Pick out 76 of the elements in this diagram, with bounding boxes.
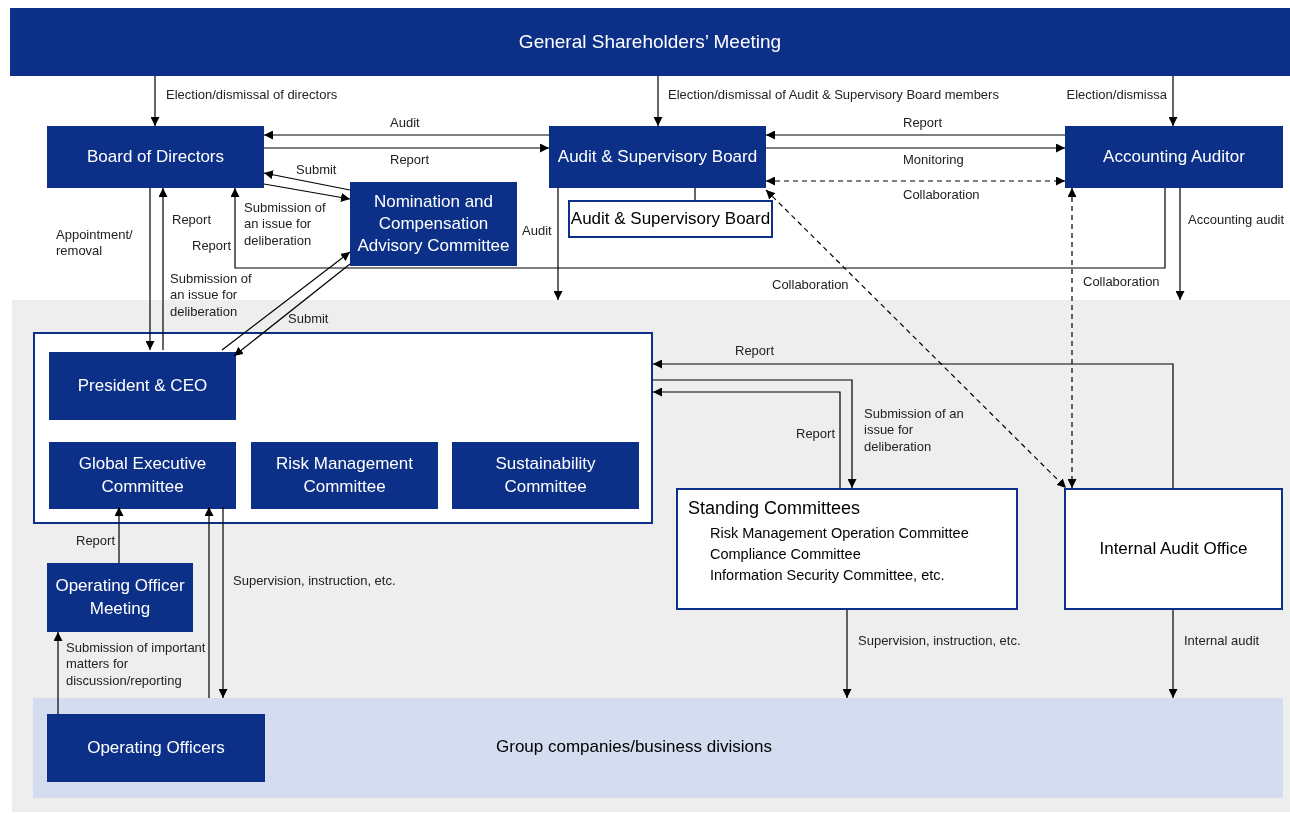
edge-label: Submission of important matters for discussion/reporting	[66, 640, 206, 689]
arrow	[653, 75, 663, 127]
edge-label: Election/dismissal of directors	[166, 87, 338, 104]
arrow	[1168, 75, 1178, 127]
edge-label: Appointment/ removal	[56, 227, 134, 260]
org-box: General Shareholders’ Meeting	[10, 8, 1290, 76]
edge-label: Election/dismissa	[1066, 87, 1167, 104]
edge-label: Report	[903, 115, 943, 132]
list-item: Information Security Committee, etc.	[710, 567, 945, 583]
arrow	[158, 187, 168, 351]
org-box: Audit & Supervisory Board	[549, 126, 766, 188]
arrow	[263, 130, 550, 140]
heading: Standing Committees	[688, 498, 861, 519]
connector-line	[694, 187, 696, 201]
group-frame	[33, 332, 653, 524]
arrow	[652, 359, 1174, 489]
org-box: Nomination and Compensation Advisory Committee	[350, 182, 517, 266]
edge-label: Submit	[288, 311, 329, 328]
edge-label: Supervision, instruction, etc.	[233, 573, 396, 590]
arrow	[150, 75, 160, 127]
committee-box	[676, 488, 1018, 610]
org-box: Sustainability Committee	[452, 442, 639, 509]
org-box: Accounting Auditor	[1065, 126, 1283, 188]
edge-label: Report	[76, 533, 116, 550]
org-box: Internal Audit Office	[1064, 488, 1283, 610]
arrow	[221, 251, 351, 351]
edge-label: Submission of an issue for deliberation	[244, 200, 327, 249]
edge-label: Submission of an issue for deliberation	[864, 406, 965, 455]
arrow	[53, 631, 63, 715]
edge-label: Supervision, instruction, etc.	[858, 633, 1021, 650]
arrow	[145, 187, 155, 351]
edge-label: Monitoring	[903, 152, 964, 169]
dashed-arrow	[765, 176, 1066, 186]
arrow	[204, 506, 214, 699]
edge-label: Report	[735, 343, 775, 360]
edge-label: Submit	[296, 162, 337, 179]
org-box: Board of Directors	[47, 126, 264, 188]
edge-label: Audit	[522, 223, 552, 240]
arrow	[263, 143, 550, 153]
org-box: Risk Management Committee	[251, 442, 438, 509]
list-item: Risk Management Operation Committee	[710, 525, 969, 541]
arrow	[1168, 609, 1178, 699]
arrow	[553, 187, 563, 301]
arrow	[230, 187, 1166, 269]
arrow	[765, 130, 1066, 140]
arrow	[1175, 187, 1185, 301]
dashed-arrow	[1067, 187, 1077, 489]
edge-label: Submission of an issue for deliberation	[170, 271, 253, 320]
edge-label: Internal audit	[1184, 633, 1260, 650]
arrow	[842, 609, 852, 699]
arrow	[263, 183, 351, 202]
edge-label: Report	[172, 212, 212, 229]
edge-label: Report	[390, 152, 430, 169]
arrow	[114, 506, 124, 564]
org-box: President & CEO	[49, 352, 236, 420]
org-box: Global Executive Committee	[49, 442, 236, 509]
edge-label: Collaboration	[772, 277, 849, 294]
edge-label: Report	[192, 238, 232, 255]
edge-label: Collaboration	[1083, 274, 1160, 291]
org-box: Operating Officers	[47, 714, 265, 782]
arrow	[218, 506, 228, 699]
arrow	[263, 170, 351, 191]
edge-label: Report	[796, 426, 836, 443]
band-label: Group companies/business divisions	[496, 737, 772, 757]
org-box: Operating Officer Meeting	[47, 563, 193, 632]
panel-background	[12, 300, 1290, 812]
band-background	[33, 698, 1283, 798]
arrow	[233, 263, 351, 357]
edge-label: Collaboration	[903, 187, 980, 204]
edge-label: Accounting audit	[1188, 212, 1285, 229]
list-item: Compliance Committee	[710, 546, 861, 562]
arrow	[765, 143, 1066, 153]
edge-label: Audit	[390, 115, 420, 132]
dashed-arrow	[765, 189, 1067, 489]
org-box: Audit & Supervisory Board	[568, 200, 773, 238]
edge-label: Election/dismissal of Audit & Supervisory Board members	[668, 87, 999, 104]
